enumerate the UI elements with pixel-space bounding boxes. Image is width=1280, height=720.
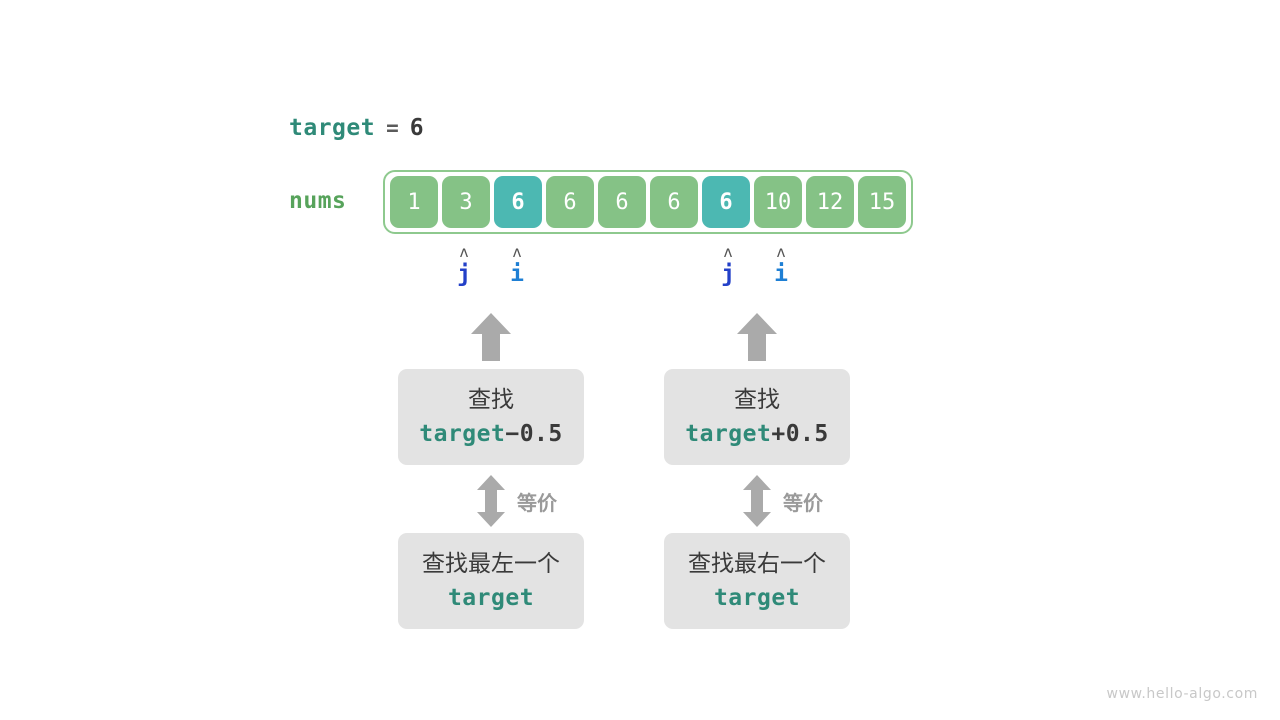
info-box-line-cn: 查找 (468, 387, 514, 413)
array-container: 1 3 6 6 6 6 6 10 12 15 (383, 170, 913, 234)
equals-sign: = (386, 116, 399, 140)
array-label: nums (289, 188, 347, 214)
info-box-line-cn: 查找 (734, 387, 780, 413)
pointer-i-left: ʌ i (497, 243, 537, 287)
code-token: target (685, 421, 772, 447)
pointer-label: i (510, 261, 524, 287)
array-cell: 15 (858, 176, 906, 228)
caret-icon: ʌ (776, 243, 786, 261)
info-box-line-code: target (714, 581, 800, 615)
double-arrow-icon (743, 475, 771, 527)
code-token: target (713, 585, 801, 611)
array-cell: 10 (754, 176, 802, 228)
up-arrow-icon-left (470, 313, 512, 361)
code-token: target (447, 585, 535, 611)
caret-icon: ʌ (512, 243, 522, 261)
code-value: 0.5 (785, 421, 829, 447)
info-box-search-plus: 查找 target+0.5 (664, 369, 850, 465)
code-operator: + (771, 421, 786, 447)
info-box-line-code: target (448, 581, 534, 615)
array-cell: 6 (650, 176, 698, 228)
array-cell: 6 (598, 176, 646, 228)
array-cell-highlighted: 6 (494, 176, 542, 228)
pointer-label: i (774, 261, 788, 287)
target-value: 6 (409, 115, 424, 141)
info-box-line-code: target+0.5 (685, 417, 829, 451)
info-box-line-code: target−0.5 (419, 417, 563, 451)
up-arrow-icon-right (736, 313, 778, 361)
double-arrow-icon (477, 475, 505, 527)
target-keyword: target (289, 115, 376, 141)
equivalence-label: 等价 (517, 490, 557, 515)
info-box-leftmost-target: 查找最左一个 target (398, 533, 584, 629)
array-cell-highlighted: 6 (702, 176, 750, 228)
array-cell: 6 (546, 176, 594, 228)
pointer-label: j (457, 261, 471, 287)
pointer-j-right: ʌ j (708, 243, 748, 287)
caret-icon: ʌ (459, 243, 469, 261)
code-operator: − (505, 421, 520, 447)
watermark: www.hello-algo.com (1106, 686, 1258, 702)
pointer-label: j (721, 261, 735, 287)
info-box-rightmost-target: 查找最右一个 target (664, 533, 850, 629)
info-box-line-cn: 查找最左一个 (422, 551, 560, 577)
code-token: target (419, 421, 506, 447)
pointer-i-right: ʌ i (761, 243, 801, 287)
info-box-search-minus: 查找 target−0.5 (398, 369, 584, 465)
pointer-j-left: ʌ j (444, 243, 484, 287)
equivalence-right: 等价 (742, 475, 823, 527)
equivalence-left: 等价 (476, 475, 557, 527)
caret-icon: ʌ (723, 243, 733, 261)
info-box-line-cn: 查找最右一个 (688, 551, 826, 577)
array-cell: 12 (806, 176, 854, 228)
target-declaration: target = 6 (289, 112, 424, 144)
code-value: 0.5 (519, 421, 563, 447)
array-cell: 1 (390, 176, 438, 228)
array-cell: 3 (442, 176, 490, 228)
equivalence-label: 等价 (783, 490, 823, 515)
